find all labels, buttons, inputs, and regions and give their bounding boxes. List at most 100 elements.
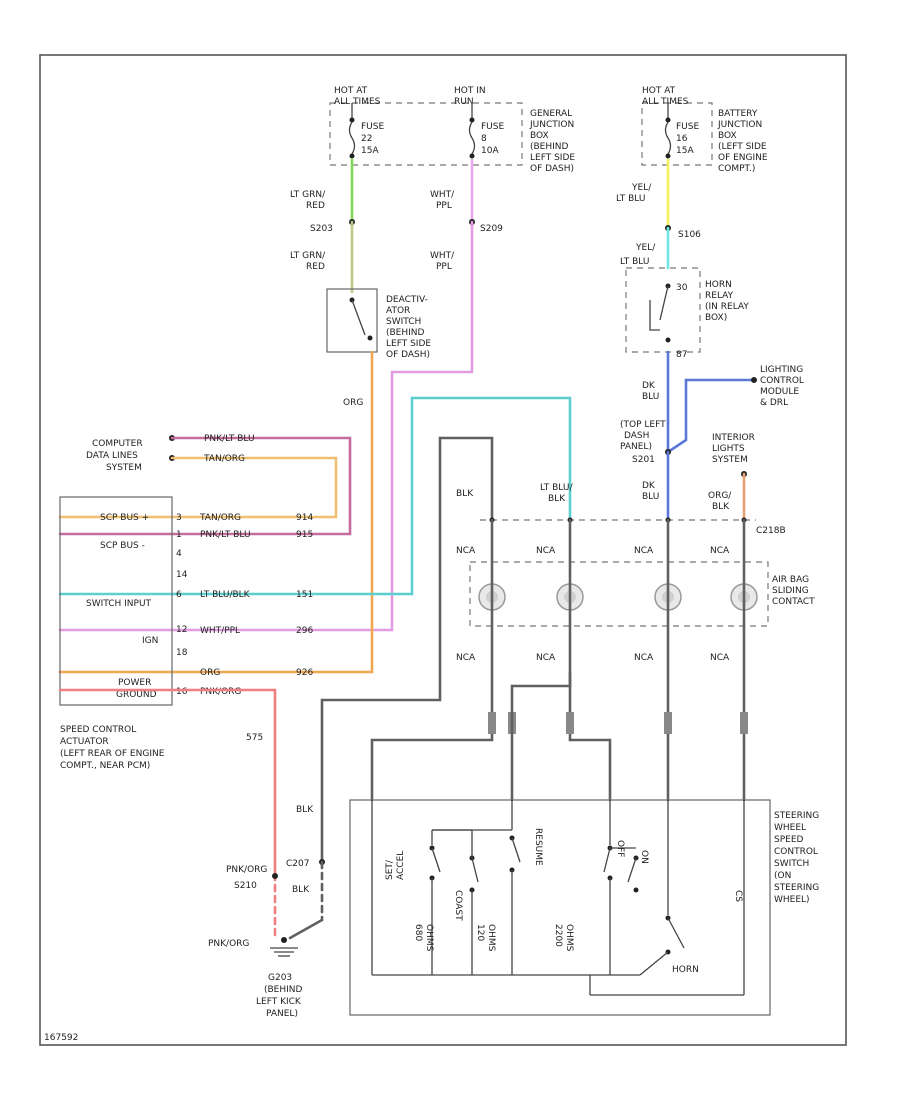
- svg-text:3: 3: [176, 513, 182, 523]
- svg-text:ALL TIMES: ALL TIMES: [642, 97, 689, 107]
- wire-blk-label: BLK: [456, 489, 474, 499]
- svg-text:WHT/: WHT/: [430, 251, 455, 261]
- svg-text:LEFT SIDE: LEFT SIDE: [530, 153, 575, 163]
- svg-text:(IN RELAY: (IN RELAY: [705, 302, 749, 312]
- svg-text:SYSTEM: SYSTEM: [712, 455, 748, 465]
- svg-text:WHEEL: WHEEL: [774, 823, 806, 833]
- general-junction-box-outline: [329, 102, 523, 166]
- sliding-contact-rings: [478, 583, 758, 611]
- svg-text:SPEED CONTROL: SPEED CONTROL: [60, 725, 136, 735]
- wire-dk-blu-label: DK BLU: [642, 381, 659, 402]
- svg-text:4: 4: [176, 549, 182, 559]
- wire-blk-upper: [320, 436, 494, 862]
- svg-text:LIGHTS: LIGHTS: [712, 444, 745, 454]
- svg-text:OF DASH): OF DASH): [530, 164, 574, 174]
- deactivator-switch-box: [326, 288, 378, 353]
- svg-text:296: 296: [296, 626, 313, 636]
- switch-on-label: ON: [639, 850, 649, 864]
- svg-text:15A: 15A: [361, 146, 379, 156]
- svg-text:WHT/PPL: WHT/PPL: [200, 626, 240, 636]
- svg-text:SCP BUS -: SCP BUS -: [100, 541, 145, 551]
- wire-wht-ppl-label-2: WHT/ PPL: [430, 251, 455, 272]
- svg-text:OHMS: OHMS: [424, 924, 434, 952]
- sliding-contact-wires: [490, 518, 746, 802]
- svg-text:BLK: BLK: [712, 502, 730, 512]
- svg-text:HOT AT: HOT AT: [334, 86, 368, 96]
- svg-text:LT BLU/BLK: LT BLU/BLK: [200, 590, 251, 600]
- wire-lt-blu-blk: [58, 396, 572, 596]
- wire-to-switch-middle: [510, 670, 572, 802]
- svg-text:BOX: BOX: [530, 131, 549, 141]
- svg-text:POWER: POWER: [118, 678, 151, 688]
- wire-tan-org-label: TAN/ORG: [203, 454, 245, 464]
- splice-s106-label: S106: [678, 230, 701, 240]
- steering-wheel-switch-box: [349, 799, 771, 1016]
- fuse-16-label: FUSE 16 15A: [676, 122, 699, 156]
- svg-text:WHEEL): WHEEL): [774, 895, 810, 905]
- svg-text:& DRL: & DRL: [760, 398, 788, 408]
- horn-relay-symbol: [649, 283, 671, 343]
- svg-text:RED: RED: [306, 201, 325, 211]
- splice-s209-label: S209: [480, 224, 503, 234]
- svg-text:FUSE: FUSE: [481, 122, 504, 132]
- resistor-120-label: 120 OHMS: [475, 924, 496, 952]
- svg-text:OHMS: OHMS: [486, 924, 496, 952]
- fuse-22-label: FUSE 22 15A: [361, 122, 384, 156]
- svg-text:915: 915: [296, 530, 313, 540]
- svg-text:DASH: DASH: [624, 431, 649, 441]
- switch-horn-label: HORN: [672, 965, 699, 975]
- svg-text:BLK: BLK: [548, 494, 566, 504]
- air-bag-sliding-contact-box: [469, 561, 769, 627]
- svg-text:SWITCH INPUT: SWITCH INPUT: [86, 599, 152, 609]
- svg-text:ORG: ORG: [200, 668, 220, 678]
- wire-org-label: ORG: [343, 398, 363, 408]
- switch-resume-symbol: [509, 835, 521, 975]
- svg-text:914: 914: [296, 513, 313, 523]
- svg-text:16: 16: [676, 134, 688, 144]
- svg-text:IGN: IGN: [142, 636, 158, 646]
- computer-data-lines-label: COMPUTER DATA LINES SYSTEM: [86, 439, 143, 473]
- svg-text:926: 926: [296, 668, 313, 678]
- wire-lt-blu-blk-label: LT BLU/ BLK: [540, 483, 573, 504]
- wire-org-deactivator: [58, 350, 374, 674]
- svg-text:NCA: NCA: [634, 653, 654, 663]
- switch-set-accel-label: SET/ ACCEL: [385, 851, 406, 880]
- svg-text:COMPT., NEAR PCM): COMPT., NEAR PCM): [60, 761, 150, 771]
- splice-s210-label: S210: [234, 881, 257, 891]
- svg-text:NCA: NCA: [710, 546, 730, 556]
- svg-text:16: 16: [176, 687, 188, 697]
- svg-text:RED: RED: [306, 262, 325, 272]
- svg-text:COMPT.): COMPT.): [718, 164, 755, 174]
- general-junction-box-label: GENERAL JUNCTION BOX (BEHIND LEFT SIDE O…: [529, 109, 575, 174]
- svg-text:OF ENGINE: OF ENGINE: [718, 153, 768, 163]
- svg-text:GENERAL: GENERAL: [530, 109, 572, 119]
- wire-to-switch-left: [370, 738, 494, 802]
- svg-text:BATTERY: BATTERY: [718, 109, 758, 119]
- svg-text:BLU: BLU: [642, 392, 659, 402]
- deactivator-switch-symbol: [349, 297, 373, 341]
- svg-text:LEFT KICK: LEFT KICK: [256, 997, 302, 1007]
- svg-text:680: 680: [413, 924, 423, 941]
- hot-in-run-label: HOT IN RUN: [454, 86, 486, 107]
- svg-text:YEL/: YEL/: [631, 183, 652, 193]
- svg-text:LT BLU/: LT BLU/: [540, 483, 573, 493]
- fuse-22-symbol: [348, 103, 356, 159]
- svg-text:NCA: NCA: [536, 653, 556, 663]
- svg-text:NCA: NCA: [536, 546, 556, 556]
- svg-text:PPL: PPL: [436, 201, 452, 211]
- switch-horn-symbol: [639, 915, 685, 976]
- wire-tan-org: [58, 456, 338, 519]
- svg-text:COMPUTER: COMPUTER: [92, 439, 143, 449]
- top-left-dash-panel-label: (TOP LEFT DASH PANEL): [620, 420, 666, 452]
- fuse-8-symbol: [468, 103, 476, 159]
- svg-text:(LEFT SIDE: (LEFT SIDE: [718, 142, 767, 152]
- wire-blk-lower2-label: BLK: [292, 885, 310, 895]
- svg-text:BLU: BLU: [642, 492, 659, 502]
- hot-at-all-times-label-2: HOT AT ALL TIMES: [642, 86, 689, 107]
- svg-text:BOX: BOX: [718, 131, 737, 141]
- resistor-cs-label: CS: [733, 890, 743, 902]
- horn-relay-label: HORN RELAY (IN RELAY BOX): [705, 280, 749, 323]
- switch-coast-symbol: [432, 829, 479, 975]
- svg-text:NCA: NCA: [456, 653, 476, 663]
- svg-text:(LEFT REAR OF ENGINE: (LEFT REAR OF ENGINE: [60, 749, 165, 759]
